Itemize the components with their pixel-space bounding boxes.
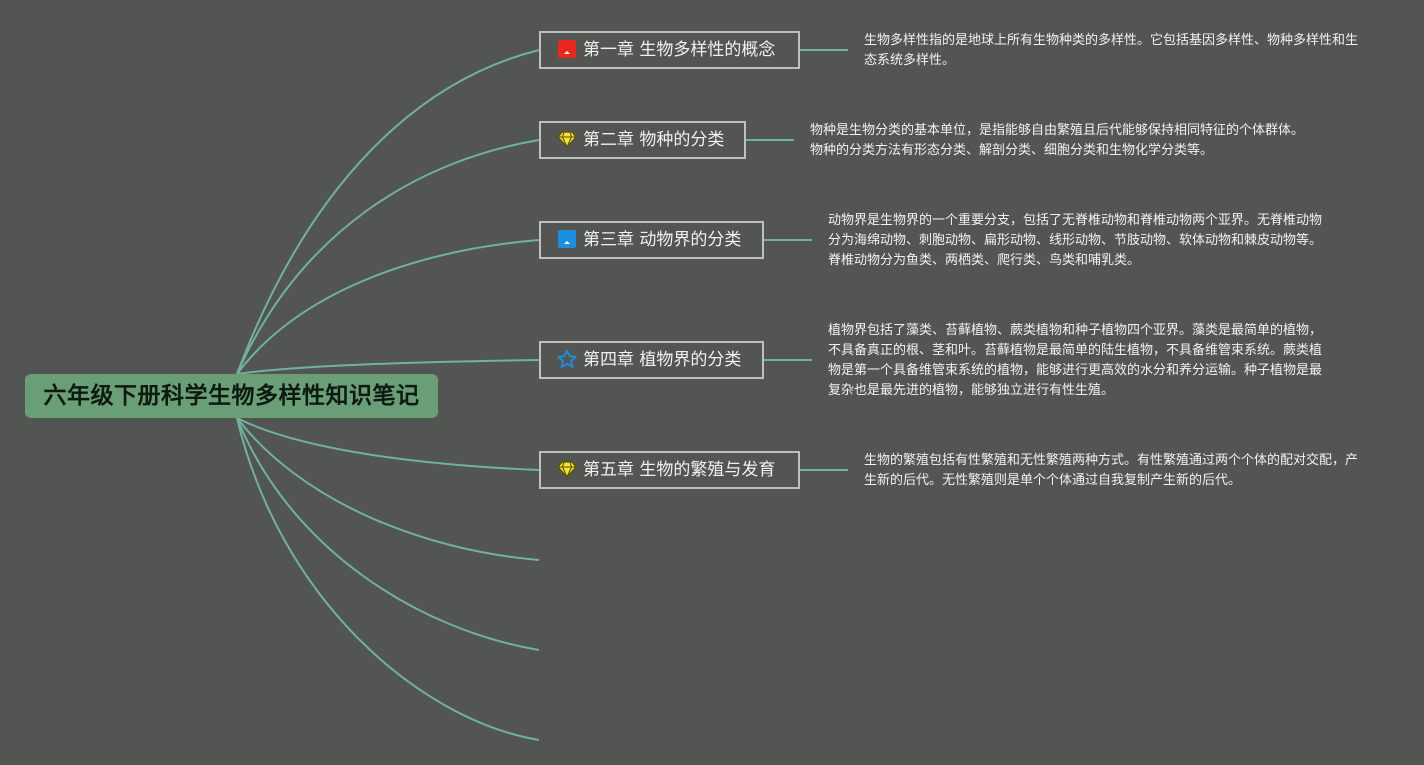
blue-star-icon <box>557 349 577 368</box>
blue-flag-icon <box>558 230 576 248</box>
connector-root-topic-2 <box>236 139 540 375</box>
connector-root-topic-1 <box>236 49 540 375</box>
connector-root-branch-6 <box>236 417 540 561</box>
yellow-gem-icon <box>557 461 577 479</box>
connector-root-topic-5 <box>236 417 540 471</box>
connector-root-topic-3 <box>236 239 540 375</box>
red-flag-icon <box>558 40 576 58</box>
yellow-gem-icon <box>557 131 577 149</box>
note-chapter-5: 生物的繁殖包括有性繁殖和无性繁殖两种方式。有性繁殖通过两个个体的配对交配，产生新… <box>864 453 1359 488</box>
connector-root-branch-8 <box>236 417 540 741</box>
topic-label: 第一章 生物多样性的概念 <box>583 40 776 60</box>
topic-chapter-4[interactable]: 第四章 植物界的分类 <box>539 341 764 379</box>
note-chapter-2: 物种是生物分类的基本单位，是指能够自由繁殖且后代能够保持相同特征的个体群体。物种… <box>810 123 1305 158</box>
note-chapter-4: 植物界包括了藻类、苔藓植物、蕨类植物和种子植物四个亚界。藻类是最简单的植物，不具… <box>828 323 1323 398</box>
topic-label: 第二章 物种的分类 <box>583 130 725 150</box>
note-chapter-3: 动物界是生物界的一个重要分支，包括了无脊椎动物和脊椎动物两个亚界。无脊椎动物分为… <box>828 213 1323 268</box>
topic-label: 第三章 动物界的分类 <box>583 230 742 250</box>
note-chapter-1: 生物多样性指的是地球上所有生物种类的多样性。它包括基因多样性、物种多样性和生态系… <box>864 33 1359 68</box>
topic-label: 第五章 生物的繁殖与发育 <box>583 460 776 480</box>
central-topic[interactable]: 六年级下册科学生物多样性知识笔记 <box>25 374 438 418</box>
topic-chapter-2[interactable]: 第二章 物种的分类 <box>539 121 746 159</box>
topic-chapter-5[interactable]: 第五章 生物的繁殖与发育 <box>539 451 800 489</box>
connector-root-topic-4 <box>236 359 540 375</box>
topic-chapter-3[interactable]: 第三章 动物界的分类 <box>539 221 764 259</box>
connector-root-branch-7 <box>236 417 540 651</box>
topic-chapter-1[interactable]: 第一章 生物多样性的概念 <box>539 31 800 69</box>
topic-label: 第四章 植物界的分类 <box>583 350 742 370</box>
